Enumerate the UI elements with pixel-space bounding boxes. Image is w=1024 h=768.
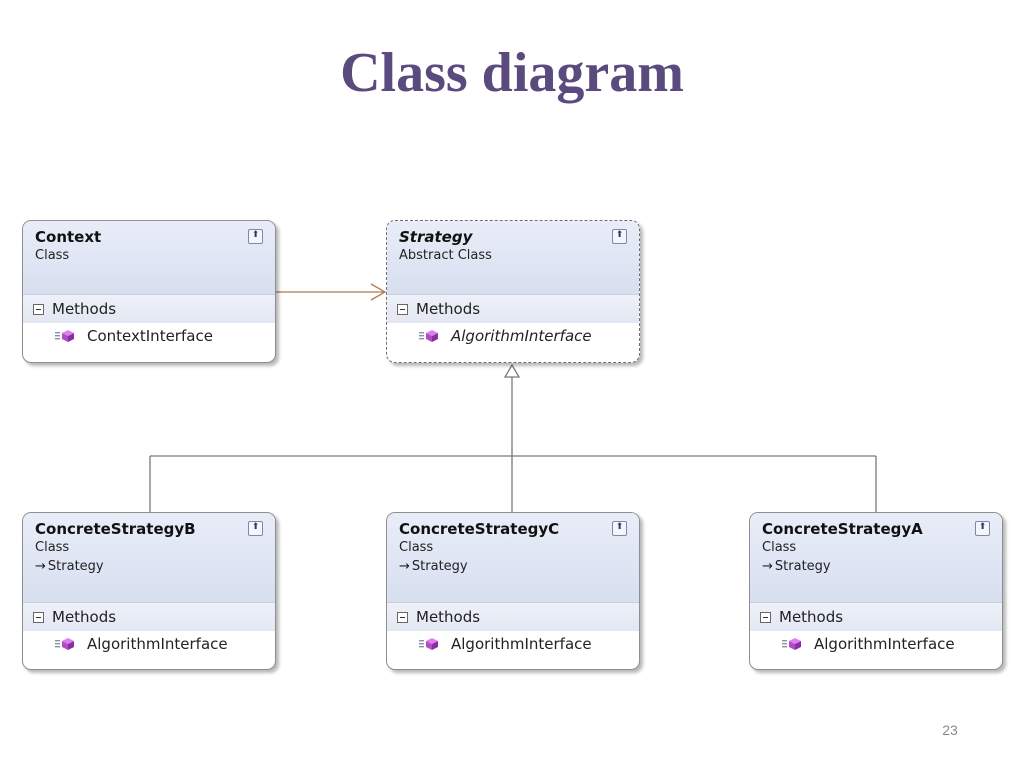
inherit-arrow-icon: → [762, 559, 773, 574]
slide-title: Class diagram [340, 42, 684, 104]
class-stereotype: Class [399, 540, 434, 555]
class-box-strategy[interactable]: Strategy Abstract Class ⬆ Methods Algori… [386, 220, 640, 363]
method-cube-icon [419, 637, 441, 651]
method-item[interactable]: AlgorithmInterface [750, 631, 1002, 657]
double-chevron-up-icon[interactable]: ⬆ [612, 521, 627, 536]
base-class-name: Strategy [47, 559, 104, 574]
class-name: ConcreteStrategyC [399, 520, 560, 538]
class-name: ConcreteStrategyA [762, 520, 923, 538]
class-box-concrete-strategy-b[interactable]: ConcreteStrategyB Class →Strategy ⬆ Meth… [22, 512, 276, 670]
method-cube-icon [55, 329, 77, 343]
method-cube-icon [55, 637, 77, 651]
methods-section-header[interactable]: Methods [23, 295, 275, 323]
inherit-arrow-icon: → [35, 559, 46, 574]
double-chevron-up-icon[interactable]: ⬆ [612, 229, 627, 244]
class-stereotype: Class [35, 540, 70, 555]
class-name: Context [35, 228, 102, 246]
class-stereotype: Abstract Class [399, 248, 492, 263]
section-label: Methods [52, 300, 117, 318]
inherit-arrow-icon: → [399, 559, 410, 574]
method-name: ContextInterface [87, 327, 213, 345]
inheritance-label: →Strategy [399, 557, 627, 577]
class-name: Strategy [399, 228, 473, 246]
class-box-context[interactable]: Context Class ⬆ Methods ContextInterface [22, 220, 276, 363]
association-context-strategy [276, 283, 387, 301]
class-header: ConcreteStrategyB Class →Strategy ⬆ [23, 513, 275, 603]
section-label: Methods [416, 300, 481, 318]
class-header: ConcreteStrategyA Class →Strategy ⬆ [750, 513, 1002, 603]
class-box-concrete-strategy-a[interactable]: ConcreteStrategyA Class →Strategy ⬆ Meth… [749, 512, 1003, 670]
double-chevron-up-icon[interactable]: ⬆ [248, 521, 263, 536]
inheritance-label: →Strategy [35, 557, 263, 577]
methods-section-header[interactable]: Methods [750, 603, 1002, 631]
method-name: AlgorithmInterface [814, 635, 955, 653]
inheritance-label: →Strategy [762, 557, 990, 577]
class-stereotype: Class [762, 540, 797, 555]
double-chevron-up-icon[interactable]: ⬆ [248, 229, 263, 244]
minus-box-icon[interactable] [33, 611, 44, 623]
method-item[interactable]: ContextInterface [23, 323, 275, 349]
class-header: ConcreteStrategyC Class →Strategy ⬆ [387, 513, 639, 603]
class-header: Strategy Abstract Class ⬆ [387, 221, 639, 295]
method-name: AlgorithmInterface [451, 635, 592, 653]
minus-box-icon[interactable] [397, 303, 408, 315]
section-label: Methods [52, 608, 117, 626]
method-item[interactable]: AlgorithmInterface [387, 631, 639, 657]
method-name: AlgorithmInterface [451, 327, 592, 345]
inheritance-arrowhead [503, 363, 521, 378]
minus-box-icon[interactable] [397, 611, 408, 623]
method-name: AlgorithmInterface [87, 635, 228, 653]
method-item[interactable]: AlgorithmInterface [23, 631, 275, 657]
minus-box-icon[interactable] [760, 611, 771, 623]
class-header: Context Class ⬆ [23, 221, 275, 295]
method-cube-icon [419, 329, 441, 343]
methods-section-header[interactable]: Methods [387, 603, 639, 631]
inheritance-tree [149, 363, 877, 513]
methods-section-header[interactable]: Methods [387, 295, 639, 323]
methods-section-header[interactable]: Methods [23, 603, 275, 631]
method-item[interactable]: AlgorithmInterface [387, 323, 639, 349]
section-label: Methods [416, 608, 481, 626]
method-cube-icon [782, 637, 804, 651]
double-chevron-up-icon[interactable]: ⬆ [975, 521, 990, 536]
base-class-name: Strategy [774, 559, 831, 574]
class-box-concrete-strategy-c[interactable]: ConcreteStrategyC Class →Strategy ⬆ Meth… [386, 512, 640, 670]
class-stereotype: Class [35, 248, 70, 263]
section-label: Methods [779, 608, 844, 626]
page-number: 23 [942, 722, 958, 738]
base-class-name: Strategy [411, 559, 468, 574]
minus-box-icon[interactable] [33, 303, 44, 315]
class-name: ConcreteStrategyB [35, 520, 196, 538]
